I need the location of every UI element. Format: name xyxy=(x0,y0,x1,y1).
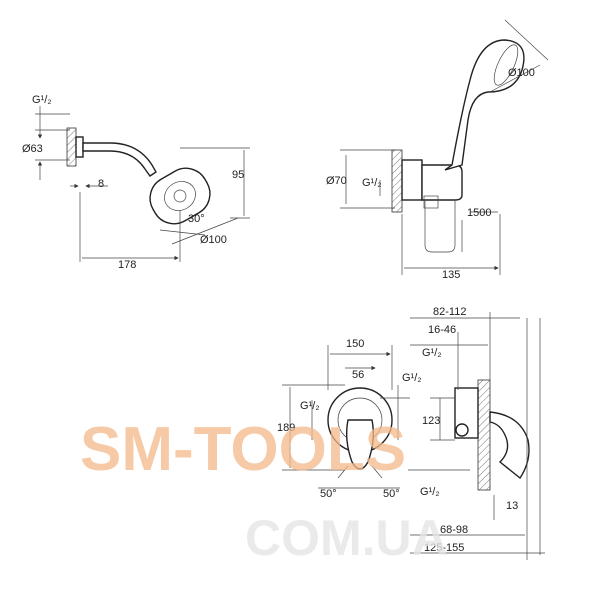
side-range-b: 125-155 xyxy=(424,542,464,554)
hose xyxy=(424,200,456,253)
flange xyxy=(75,136,84,158)
hose-length: 1500 xyxy=(467,207,491,219)
shower-head xyxy=(149,167,211,225)
head-flange-diameter: Ø63 xyxy=(22,143,43,155)
mixer-side-view: 82-112 16-46 G¹/₂ 123 G¹/₂ 13 68-98 125-… xyxy=(408,306,545,560)
watermark: SM-TOOLS COM.UA xyxy=(80,415,448,566)
head-diameter: Ø100 xyxy=(200,234,227,246)
hand-shower xyxy=(444,39,525,171)
shower-arm xyxy=(82,142,157,177)
hand-flange-diameter: Ø70 xyxy=(326,175,347,187)
hand-width: 135 xyxy=(442,269,460,281)
mixer-thread-left: G¹/₂ xyxy=(300,400,320,412)
wall-bracket xyxy=(401,159,423,201)
watermark-main: SM-TOOLS xyxy=(80,415,406,484)
side-thread: G¹/₂ xyxy=(422,347,442,359)
mixer-thread-right: G¹/₂ xyxy=(402,372,422,384)
head-thread-label: G¹/₂ xyxy=(32,94,52,106)
mixer-lever xyxy=(345,419,375,470)
side-range-inner: 16-46 xyxy=(428,324,456,336)
mixer-angle-right: 50° xyxy=(383,488,400,500)
hand-thread-label: G¹/₂ xyxy=(362,177,382,189)
mixer-front-view: 150 56 G¹/₂ G¹/₂ 189 50° 50° xyxy=(277,338,422,500)
head-shower-view: G¹/₂ Ø63 8 95 30° Ø100 178 xyxy=(22,94,250,271)
hand-head-diameter: Ø100 xyxy=(508,67,535,79)
mixer-width: 150 xyxy=(346,338,364,350)
side-height: 123 xyxy=(422,415,440,427)
mixer-angle-left: 50° xyxy=(320,488,337,500)
wall-hatch xyxy=(391,149,403,213)
wall-hatch xyxy=(477,379,491,491)
head-angle: 30° xyxy=(188,213,205,225)
hose-connector xyxy=(423,195,439,209)
valve-knob xyxy=(455,423,469,437)
outlet-body xyxy=(421,164,463,201)
head-height: 95 xyxy=(232,169,244,181)
side-range-top: 82-112 xyxy=(433,306,466,318)
side-range-a: 68-98 xyxy=(440,524,468,536)
head-depth: 8 xyxy=(98,178,104,190)
mixer-height: 189 xyxy=(277,422,295,434)
hand-shower-view: Ø70 G¹/₂ 1500 135 Ø100 xyxy=(326,19,549,281)
side-depth: 13 xyxy=(506,500,518,512)
watermark-sub: COM.UA xyxy=(245,510,448,566)
mixer-side-lever xyxy=(489,411,530,480)
side-thread-bottom: G¹/₂ xyxy=(420,486,440,498)
mixer-offset: 56 xyxy=(352,369,364,381)
head-length: 178 xyxy=(118,259,136,271)
hand-shower-face xyxy=(493,44,519,86)
